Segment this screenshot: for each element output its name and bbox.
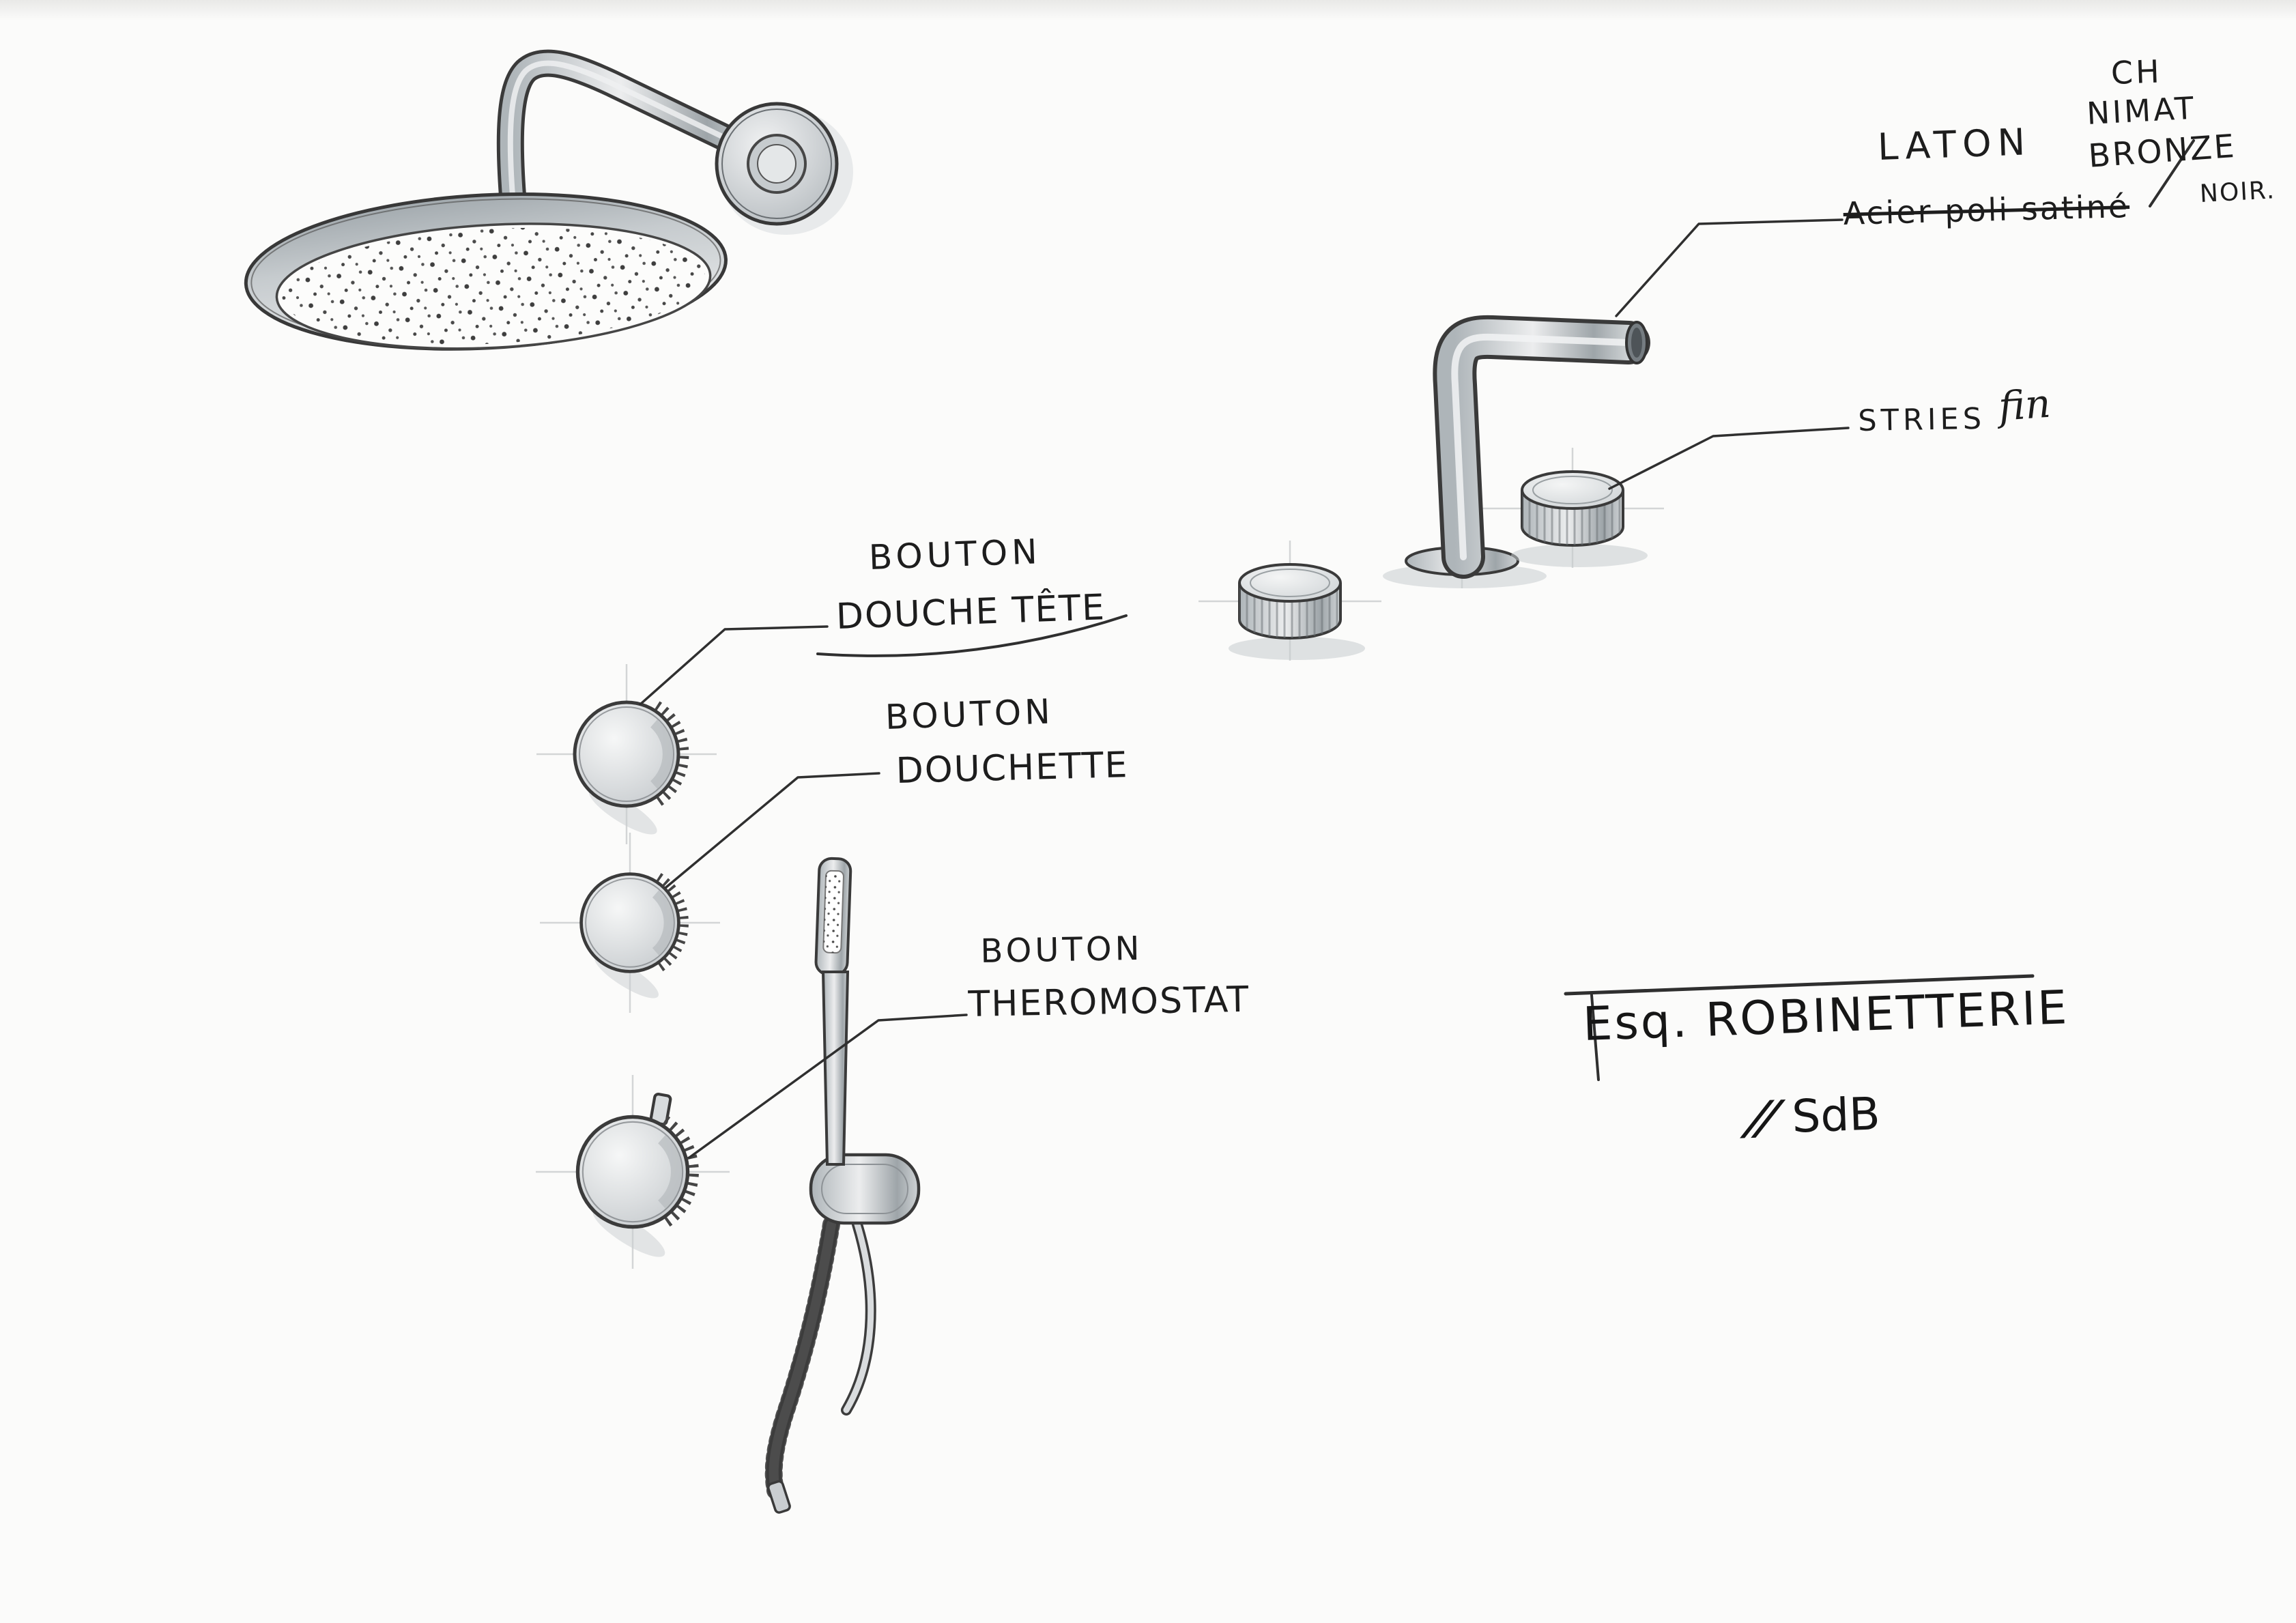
control-knob-head bbox=[573, 700, 689, 835]
shower-arm bbox=[496, 49, 770, 218]
title-overline bbox=[1564, 974, 2035, 996]
leader-material bbox=[1615, 218, 1843, 317]
button-head-label-line1: BOUTON bbox=[868, 532, 1042, 577]
leader-thermostat bbox=[688, 1014, 968, 1159]
leader-stries bbox=[1608, 427, 1850, 490]
button-thermostat-label-line2: THEROMOSTAT bbox=[968, 979, 1250, 1025]
hose-end-fitting bbox=[766, 1480, 791, 1514]
faucet-knob-left bbox=[1229, 563, 1365, 660]
faucet-knob-right bbox=[1511, 470, 1648, 567]
control-knob-handshower bbox=[579, 872, 689, 999]
handshower-head bbox=[814, 857, 852, 977]
stries-note: STRIES bbox=[1858, 401, 1986, 438]
leader-douchette bbox=[665, 772, 880, 889]
corner-note-line2: NIMAT bbox=[2086, 89, 2198, 132]
sketch-subtitle: //SdB bbox=[1736, 1087, 1881, 1145]
corner-note-line1: CH bbox=[2110, 53, 2163, 91]
material-rejected-note: Acier poli satiné bbox=[1843, 188, 2130, 232]
stries-script-note: fin bbox=[1997, 379, 2052, 430]
button-thermostat-label-line1: BOUTON bbox=[980, 929, 1143, 971]
handshower-handle bbox=[821, 971, 850, 1166]
button-handshower-label-line1: BOUTON bbox=[885, 691, 1054, 737]
leader-lines bbox=[639, 139, 2195, 1159]
faucet-sketch bbox=[1229, 315, 1650, 660]
spray-face bbox=[282, 227, 705, 345]
hand-shower-sketch bbox=[764, 857, 921, 1514]
wall-bracket bbox=[809, 1153, 921, 1225]
rain-shower-sketch bbox=[244, 49, 853, 351]
douche-tete-underline bbox=[816, 614, 1128, 657]
bronze-slash-stroke bbox=[2149, 139, 2195, 207]
control-knob-thermostat bbox=[575, 1093, 699, 1257]
material-selected-note: LATON bbox=[1877, 120, 2033, 169]
corner-note-line4: NOIR. bbox=[2199, 176, 2277, 208]
subtitle-text: SdB bbox=[1791, 1087, 1881, 1143]
faucet-spout bbox=[1433, 315, 1650, 579]
wall-flange bbox=[715, 102, 853, 235]
shower-head bbox=[244, 192, 728, 351]
leader-douche-tete bbox=[639, 625, 829, 706]
hose bbox=[764, 1216, 876, 1499]
title-left-tick bbox=[1590, 994, 1600, 1081]
button-handshower-label-line2: DOUCHETTE bbox=[895, 745, 1130, 792]
